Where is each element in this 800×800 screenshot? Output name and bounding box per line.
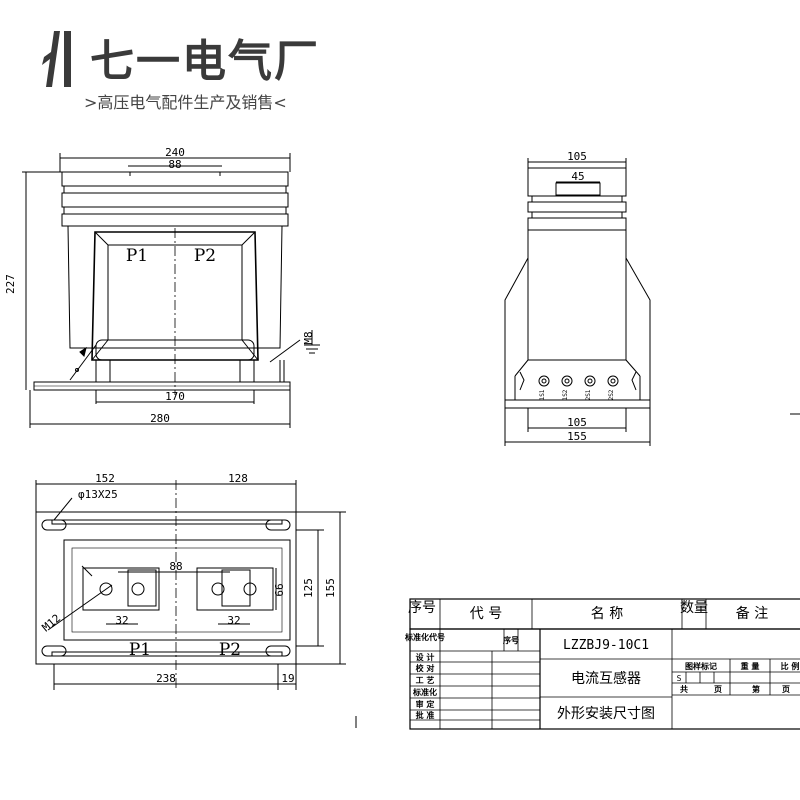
company-logo: 七一电气厂 >高压电气配件生产及销售< (40, 25, 340, 115)
company-slogan: >高压电气配件生产及销售< (84, 93, 287, 112)
small-row: 第 (752, 684, 760, 694)
plan-view: 152 128 φ13X25 88 32 32 M12 P1 (35, 472, 357, 728)
dim-height: 227 (4, 274, 17, 294)
dim-base: 280 (150, 412, 170, 425)
s-mark: S (677, 674, 682, 683)
dim-side-base-inner: 105 (567, 416, 587, 429)
product-name: 电流互感器 (571, 670, 641, 687)
row-label: 设 计 (416, 652, 435, 662)
dim-slot: φ13X25 (78, 488, 118, 501)
dim-plan-right: 128 (228, 472, 248, 485)
dim-width-top: 240 (165, 146, 185, 159)
dim-mid-h: 125 (302, 578, 315, 598)
header-no: 序号 (408, 600, 436, 616)
dim-bar-left: 32 (115, 614, 128, 627)
row-label: 审 定 (416, 699, 435, 709)
drawing-title: 外形安装尺寸图 (557, 706, 655, 722)
terminal-label: 1S2 (562, 389, 569, 400)
front-view: 240 88 P1 P2 170 280 2 (4, 146, 320, 428)
dim-inner-top: 88 (168, 158, 181, 171)
dim-center: 88 (169, 560, 182, 573)
title-block: 序号 代 号 名 称 数量 备 注 标准化代号 序号 设 计 校 对 工 (404, 598, 800, 730)
dim-inner-h: 66 (273, 583, 286, 596)
small-header: 比 例 (781, 661, 800, 671)
small-row: 共 (680, 684, 688, 694)
small-header: 重 量 (741, 661, 760, 671)
row-label: 标准化 (412, 687, 437, 697)
small-header: 图样标记 (685, 661, 717, 671)
dim-side-base-outer: 155 (567, 430, 587, 443)
terminal-label: 2S1 (585, 389, 592, 400)
dim-side-top: 105 (567, 150, 587, 163)
dim-bolt-m8: M8 (302, 331, 315, 344)
model-number: LZZBJ9-10C1 (563, 638, 649, 653)
header-remarks: 备 注 (736, 605, 768, 622)
plan-label-p2: P2 (219, 640, 241, 660)
row-label: 批 准 (416, 710, 435, 720)
dim-bolt-m12: M12 (40, 612, 64, 635)
header-qty: 数量 (680, 600, 708, 616)
dim-side-cap: 45 (571, 170, 584, 183)
dim-outer-h: 155 (324, 578, 337, 598)
header-code: 代 号 (470, 606, 502, 622)
label-p1: P1 (126, 246, 148, 266)
mounting-slots (41, 519, 291, 657)
seq-label: 序号 (503, 635, 519, 645)
row-label: 校 对 (416, 663, 435, 673)
secondary-terminals: 1S1 1S2 2S1 2S2 (538, 375, 619, 400)
label-p2: P2 (194, 246, 216, 266)
dim-plan-bottom: 238 (156, 672, 176, 685)
small-row: 页 (714, 685, 722, 694)
plan-label-p1: P1 (129, 640, 151, 660)
small-row: 页 (782, 685, 790, 694)
terminal-label: 1S1 (539, 389, 546, 400)
side-view: 105 45 1S1 1S2 2S1 2S2 (504, 150, 800, 446)
header-name: 名 称 (591, 606, 623, 622)
row-label: 工 艺 (416, 675, 435, 685)
dim-plan-edge: 19 (281, 672, 294, 685)
terminal-label: 2S2 (608, 389, 615, 400)
company-name: 七一电气厂 (90, 36, 320, 87)
row-label: 标准化代号 (404, 632, 445, 642)
dim-plan-left: 152 (95, 472, 115, 485)
dim-window: 170 (165, 390, 185, 403)
dim-bar-right: 32 (227, 614, 240, 627)
brand-mark-icon (42, 31, 71, 87)
